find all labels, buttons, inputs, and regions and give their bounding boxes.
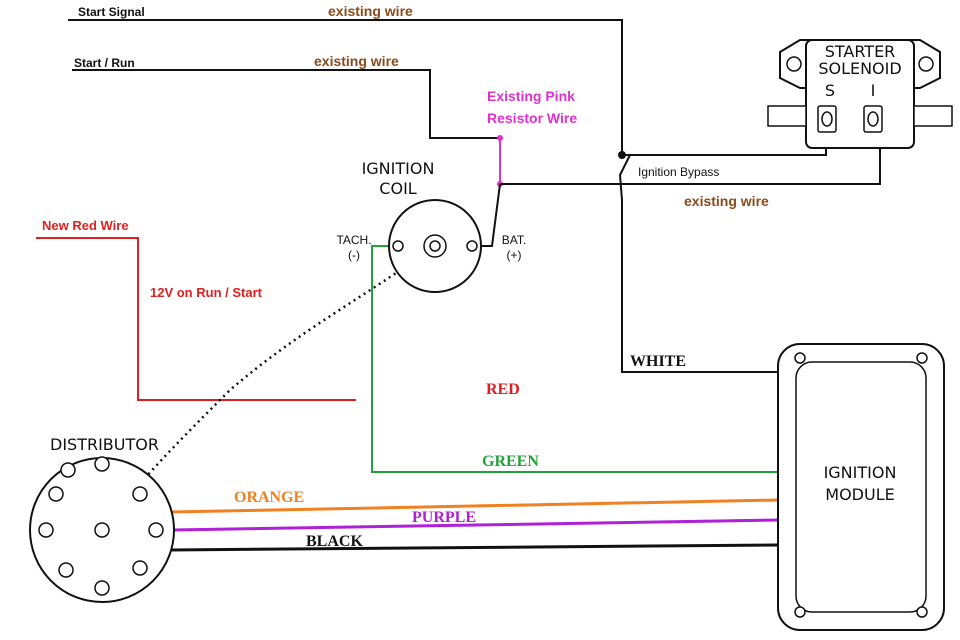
tach-label-line2: (-): [348, 248, 360, 262]
solenoid-s-screw: [821, 111, 833, 127]
start-signal-label: Start Signal: [78, 5, 145, 19]
distributor-tower-3: [132, 486, 148, 502]
existing-wire-label-1: existing wire: [328, 3, 413, 19]
distributor-tower-6: [94, 580, 110, 596]
solenoid-mount-hole-right: [918, 56, 934, 72]
distributor-tower-8: [38, 522, 54, 538]
black-wire-label: BLACK: [306, 533, 363, 550]
coil-body: [388, 199, 482, 293]
purple-wire-label: PURPLE: [412, 509, 476, 526]
distributor-tower-2: [94, 456, 110, 472]
solenoid-title-line2: SOLENOID: [818, 59, 901, 78]
starter-solenoid: [767, 39, 953, 149]
pink-resistor-label-1: Existing Pink: [487, 88, 575, 104]
module-hole-tr: [916, 352, 928, 364]
solenoid-mount-hole-left: [786, 56, 802, 72]
module-title-line2: MODULE: [825, 485, 894, 504]
bat-label-line1: BAT.: [502, 233, 526, 247]
distributor-tower-7: [58, 562, 74, 578]
distributor-tower-5: [132, 560, 148, 576]
new-red-wire: [36, 237, 356, 401]
solenoid-stud-left: [767, 105, 807, 127]
existing-wire-label-2: existing wire: [314, 53, 399, 69]
existing-wire-label-3: existing wire: [684, 193, 769, 209]
new-red-wire-label: New Red Wire: [42, 218, 129, 233]
distributor-tower-4: [148, 522, 164, 538]
solenoid-i-label: I: [871, 81, 876, 100]
coil-bat-wire: [478, 183, 501, 247]
pink-junction-top: [497, 135, 503, 141]
coil-bat-terminal: [466, 240, 478, 252]
start-signal-junction: [618, 151, 626, 159]
ignition-module: [777, 343, 945, 631]
solenoid-s-label: S: [825, 81, 835, 100]
red-wire-label: RED: [486, 381, 520, 398]
solenoid-title-line1: STARTER: [825, 42, 896, 61]
start-run-wire: [72, 69, 500, 139]
green-wire: [371, 245, 778, 473]
coil-center-inner: [429, 240, 441, 252]
bat-label-line2: (+): [507, 248, 522, 262]
start-signal-wire: [68, 19, 778, 373]
ignition-bypass-label: Ignition Bypass: [638, 165, 719, 179]
orange-wire-label: ORANGE: [234, 489, 304, 506]
tach-label-line1: TACH.: [336, 233, 371, 247]
ignition-coil: [388, 199, 482, 293]
purple-wire: [171, 518, 779, 532]
distributor: [29, 456, 175, 603]
solenoid-i-screw: [867, 111, 879, 127]
module-hole-br: [916, 606, 928, 618]
start-run-label: Start / Run: [74, 56, 135, 70]
module-inner: [795, 361, 927, 613]
distributor-center-post: [94, 522, 110, 538]
module-hole-bl: [794, 606, 806, 618]
module-hole-tl: [794, 352, 806, 364]
orange-wire: [169, 498, 779, 514]
black-wire: [169, 543, 779, 552]
distributor-tower-9: [48, 486, 64, 502]
solenoid-stud-right: [913, 105, 953, 127]
twelve-volt-label: 12V on Run / Start: [150, 285, 263, 300]
green-wire-label: GREEN: [482, 453, 539, 470]
distributor-label: DISTRIBUTOR: [50, 435, 159, 454]
module-title-line1: IGNITION: [824, 463, 897, 482]
coil-title-line2: COIL: [379, 179, 416, 198]
white-wire-label: WHITE: [630, 353, 686, 370]
coil-title-line1: IGNITION: [362, 159, 435, 178]
pink-resistor-label-2: Resistor Wire: [487, 110, 577, 126]
distributor-tower-1: [60, 462, 76, 478]
coil-tach-terminal: [392, 240, 404, 252]
coil-center-outer: [423, 234, 447, 258]
